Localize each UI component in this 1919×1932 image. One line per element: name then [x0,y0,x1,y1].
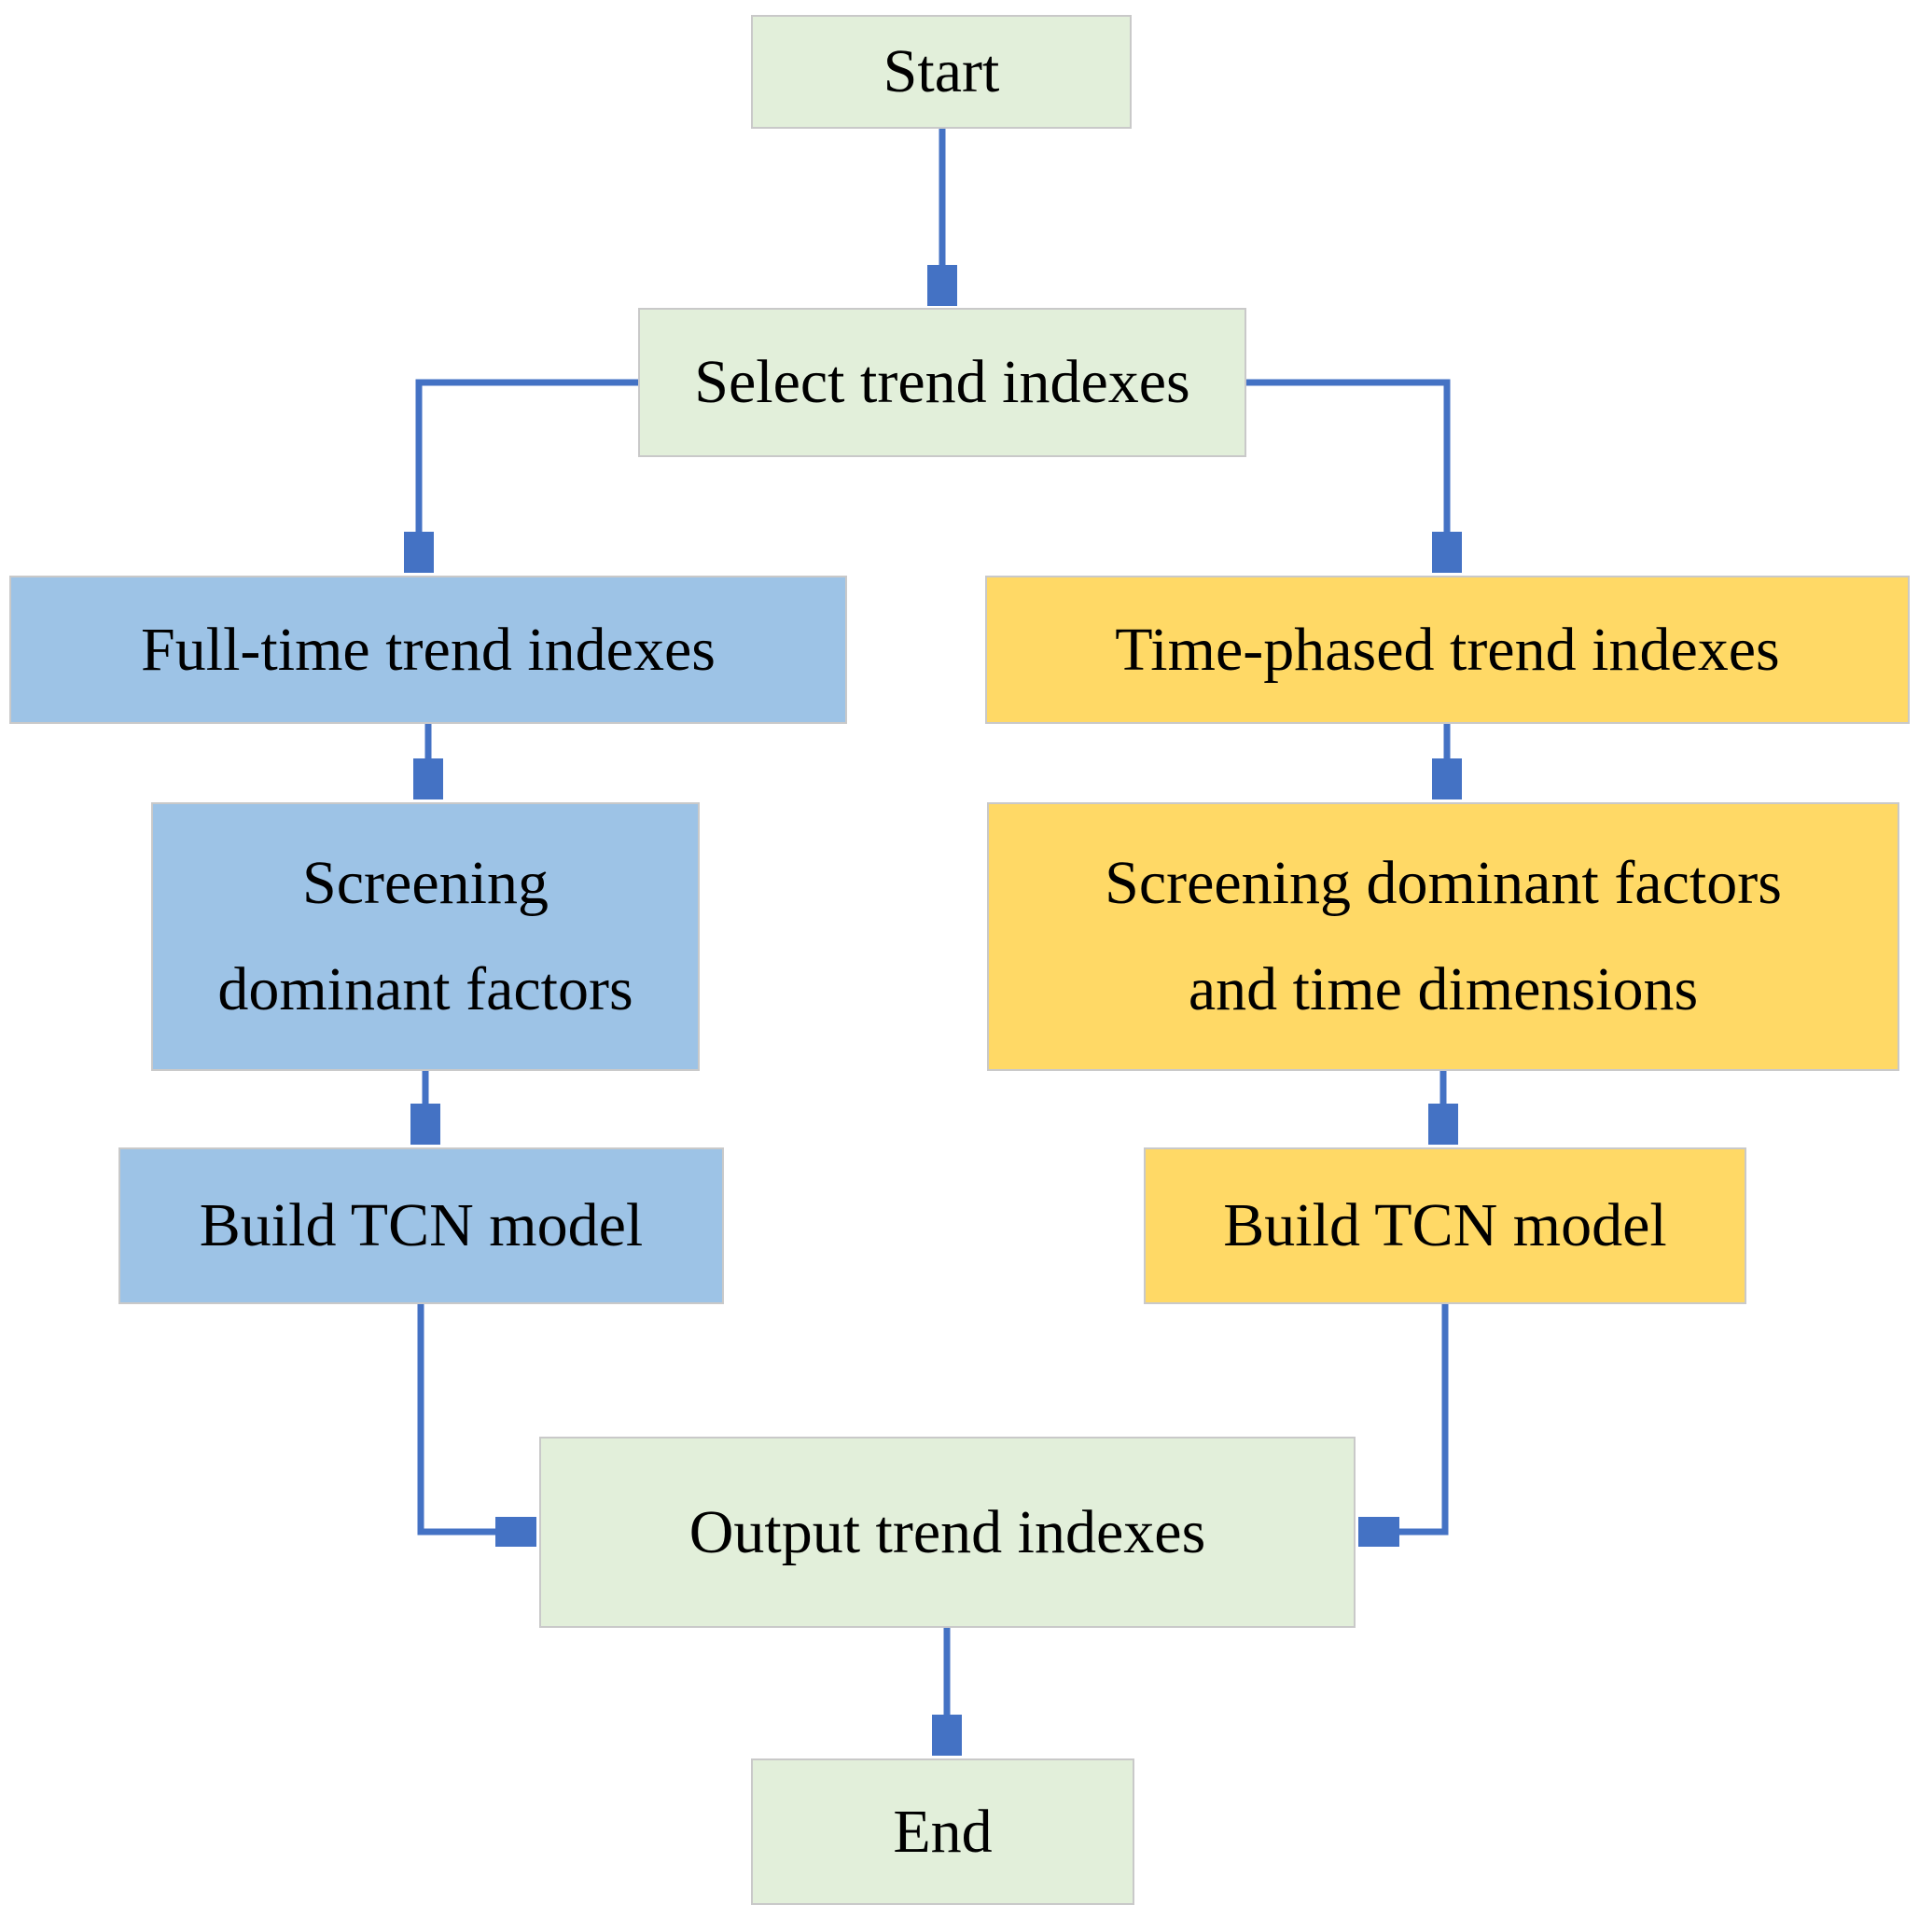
node-label: End [893,1797,993,1866]
node-label: Start [883,37,1000,106]
node-label: Select trend indexes [694,348,1190,417]
node-label-line2: dominant factors [217,955,633,1023]
arrow-buildr-to-output [1360,1304,1449,1532]
node-start: Start [751,15,1132,129]
arrow-select-to-phased [1246,379,1447,571]
node-full-time-trend-indexes: Full-time trend indexes [9,576,847,724]
node-screening-dominant-factors: Screening dominant factors [151,802,700,1071]
node-build-tcn-model-right: Build TCN model [1144,1147,1746,1304]
node-label: Build TCN model [1223,1191,1667,1260]
arrow-buildl-to-output [417,1304,535,1532]
node-select-trend-indexes: Select trend indexes [638,308,1246,457]
node-label-line2: and time dimensions [1188,955,1699,1023]
node-build-tcn-model-left: Build TCN model [118,1147,724,1304]
node-label: Time-phased trend indexes [1115,615,1780,684]
node-label: Full-time trend indexes [141,615,716,684]
node-output-trend-indexes: Output trend indexes [539,1437,1356,1628]
node-label: Output trend indexes [688,1497,1206,1566]
node-end: End [751,1758,1134,1905]
node-time-phased-trend-indexes: Time-phased trend indexes [985,576,1910,724]
arrow-select-to-fulltime [419,379,638,571]
node-label-line1: Screening [302,849,549,918]
node-screening-dominant-factors-time-dimensions: Screening dominant factors and time dime… [987,802,1899,1071]
node-label: Build TCN model [199,1191,644,1260]
node-label-line1: Screening dominant factors [1105,849,1782,918]
